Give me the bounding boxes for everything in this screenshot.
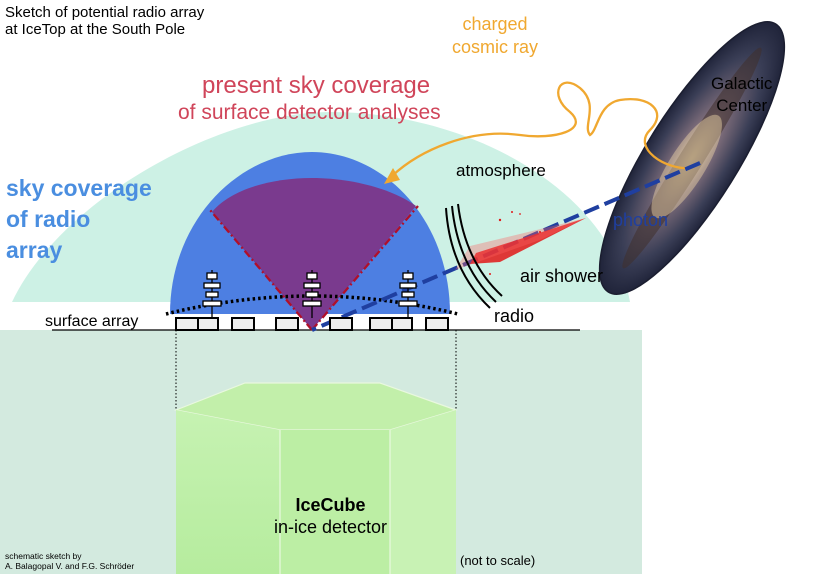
atmosphere-label: atmosphere [456,161,546,180]
present-coverage-sublabel: of surface detector analyses [178,101,441,124]
cosmic-ray-arrowhead [384,168,400,184]
icecube-name: IceCube [295,495,366,515]
icecube-subtitle: in-ice detector [274,517,388,537]
radio-label: radio [494,306,535,326]
galaxy-image [598,21,786,295]
surface-array-label: surface array [45,313,139,330]
present-coverage-region [212,178,416,330]
cone-edge-right [311,205,419,331]
surface-tank-icon [175,317,449,331]
icecube-volume [173,382,458,574]
cosmic-ray-path [391,81,691,177]
radio-antenna-icon [202,270,418,318]
air-shower-label: air shower [520,266,604,286]
air-shower [455,211,586,275]
present-coverage-label: present sky coverage [202,72,431,99]
not-to-scale-label: (not to scale) [460,553,536,568]
cone-edge-left [209,209,313,331]
radio-wavefronts [445,203,503,309]
photon-label: photon [613,210,669,230]
